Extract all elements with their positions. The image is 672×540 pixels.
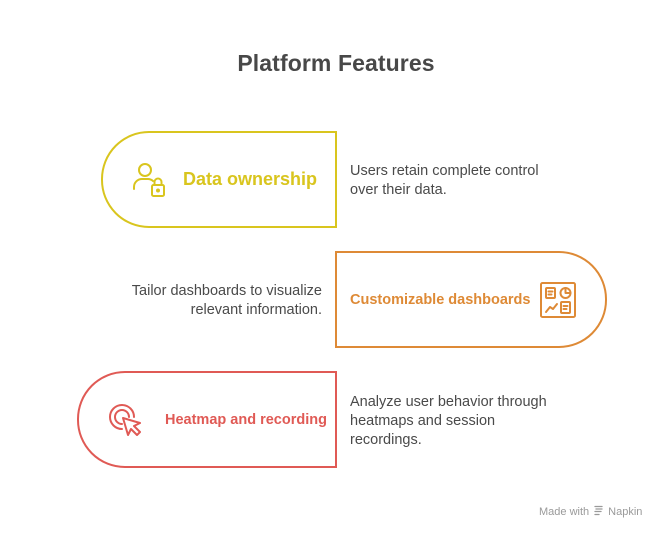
feature-label: Customizable dashboards: [350, 291, 531, 308]
made-with-text: Made with: [539, 506, 590, 518]
feature-description: Tailor dashboards to visualize relevant …: [100, 282, 322, 320]
napkin-logo-icon: [593, 505, 604, 519]
description-line: Analyze user behavior through: [350, 394, 547, 410]
user-lock-icon: [131, 161, 171, 206]
feature-card-heatmap-recording: Heatmap and recording: [77, 371, 337, 468]
description-line: recordings.: [350, 432, 422, 448]
feature-label: Data ownership: [183, 169, 318, 189]
page-title: Platform Features: [237, 50, 435, 76]
description-line: relevant information.: [190, 302, 322, 318]
feature-label: Heatmap and recording: [165, 411, 327, 428]
description-line: over their data.: [350, 182, 447, 198]
feature-description: Users retain complete control over their…: [350, 162, 539, 200]
dashboard-icon: [539, 281, 577, 324]
feature-card-data-ownership: Data ownership: [101, 131, 337, 228]
feature-description: Analyze user behavior through heatmaps a…: [350, 393, 547, 450]
description-line: Tailor dashboards to visualize: [131, 283, 322, 299]
made-with-napkin: Made with Napkin: [539, 505, 642, 519]
click-target-icon: [108, 403, 146, 446]
napkin-brand-text: Napkin: [608, 506, 643, 518]
feature-card-customizable-dashboards: Customizable dashboards: [335, 251, 607, 348]
description-line: Users retain complete control: [350, 163, 539, 179]
description-line: heatmaps and session: [350, 413, 496, 429]
